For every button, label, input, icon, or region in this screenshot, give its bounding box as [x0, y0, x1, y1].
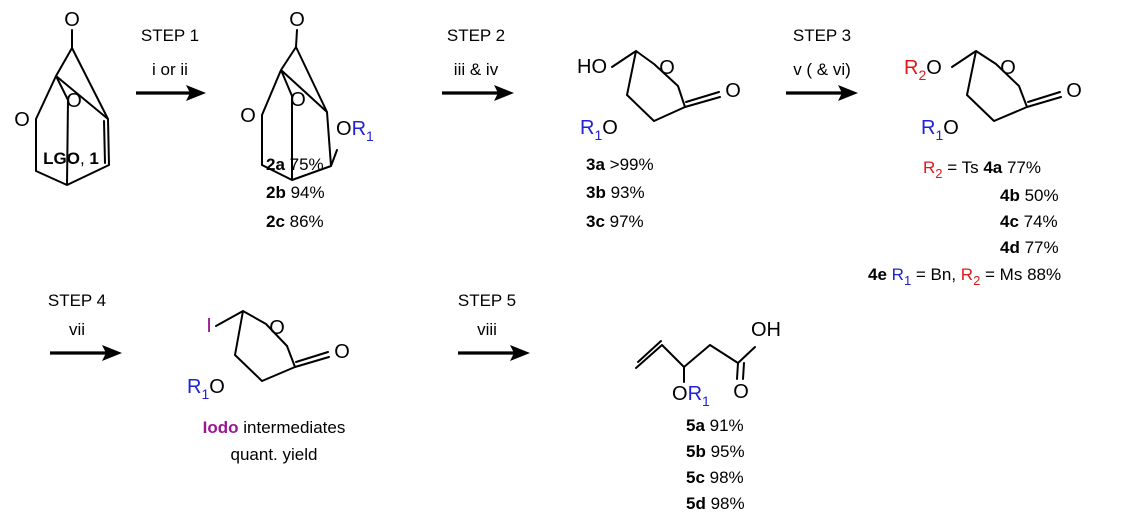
step-2-reagents: iii & iv: [454, 60, 499, 79]
atom-o-carbonyl-iodo: O: [334, 341, 350, 363]
atom-ho-3: HO: [577, 56, 607, 78]
substituent-r1o-4: R1O: [921, 117, 959, 143]
compound-label-4d: 4d 77%: [1000, 238, 1059, 257]
structure-compound-5: OH O OR1 5a 91% 5b 95% 5c 98% 5d 98%: [635, 319, 781, 513]
structure-lgo: O O O LGO, 1: [14, 9, 110, 186]
atom-o-bridge-2: O: [290, 89, 306, 111]
iodo-intermediates-label: Iodo intermediates: [203, 418, 346, 437]
substituent-or1-5: OR1: [672, 383, 710, 409]
step-3-reagents: v ( & vi): [793, 60, 851, 79]
atom-oh-5: OH: [751, 319, 781, 341]
step-2-title: STEP 2: [447, 26, 505, 45]
atom-o-carbonyl-5: O: [733, 381, 749, 403]
compound-label-4e: 4e R1 = Bn, R2 = Ms 88%: [868, 265, 1061, 288]
step-4-arrow: STEP 4 vii: [48, 291, 122, 361]
compound-label-4c: 4c 74%: [1000, 212, 1058, 231]
compound-label-5a: 5a 91%: [686, 416, 744, 435]
iodo-yield-label: quant. yield: [231, 445, 318, 464]
step-3-arrow: STEP 3 v ( & vi): [786, 26, 858, 101]
step-3-title: STEP 3: [793, 26, 851, 45]
atom-o-ring-4: O: [1000, 57, 1016, 79]
atom-iodine: I: [206, 315, 212, 337]
compound-label-3a: 3a >99%: [586, 155, 654, 174]
structure-compound-2: O O O OR1 2a 75% 2b 94% 2c 86%: [240, 9, 374, 231]
atom-o-ring-iodo: O: [269, 317, 285, 339]
step-1-arrow: STEP 1 i or ii: [136, 26, 206, 101]
step-2-arrow: STEP 2 iii & iv: [442, 26, 514, 101]
compound-label-2a: 2a 75%: [266, 155, 324, 174]
step-4-title: STEP 4: [48, 291, 106, 310]
compound-label-3c: 3c 97%: [586, 212, 644, 231]
compound-label-4a: R2 = Ts 4a 77%: [923, 158, 1041, 181]
atom-o-bridge-lgo: O: [66, 90, 82, 112]
compound-label-5d: 5d 98%: [686, 494, 745, 513]
step-5-reagents: viii: [477, 320, 497, 339]
atom-o-carbonyl-2: O: [289, 9, 305, 31]
compound-label-5c: 5c 98%: [686, 468, 744, 487]
step-5-title: STEP 5: [458, 291, 516, 310]
compound-label-3b: 3b 93%: [586, 183, 645, 202]
atom-o-ring-3: O: [659, 57, 675, 79]
compound-label-lgo: LGO, 1: [43, 149, 99, 168]
compound-label-2b: 2b 94%: [266, 183, 325, 202]
atom-o-carbonyl-lgo: O: [64, 9, 80, 31]
substituent-r1o-iodo: R1O: [187, 376, 225, 402]
structure-compound-3: HO O O R1O 3a >99% 3b 93% 3c 97%: [577, 50, 741, 231]
atom-o-carbonyl-4: O: [1066, 80, 1082, 102]
step-1-title: STEP 1: [141, 26, 199, 45]
substituent-or1-2: OR1: [336, 118, 374, 144]
structure-compound-4: R2O O O R1O R2 = Ts 4a 77% 4b 50% 4c 74%…: [868, 50, 1082, 288]
substituent-r2o-4: R2O: [904, 57, 942, 83]
atom-o-ring-2: O: [240, 105, 256, 127]
compound-label-2c: 2c 86%: [266, 212, 324, 231]
atom-o-carbonyl-3: O: [725, 80, 741, 102]
atom-o-ring-lgo: O: [14, 109, 30, 131]
step-4-reagents: vii: [69, 320, 85, 339]
step-1-reagents: i or ii: [152, 60, 188, 79]
compound-label-5b: 5b 95%: [686, 442, 745, 461]
substituent-r1o-3: R1O: [580, 117, 618, 143]
structure-iodo-intermediate: I O O R1O Iodo intermediates quant. yiel…: [187, 310, 350, 464]
step-5-arrow: STEP 5 viii: [458, 291, 530, 361]
compound-label-4b: 4b 50%: [1000, 186, 1059, 205]
